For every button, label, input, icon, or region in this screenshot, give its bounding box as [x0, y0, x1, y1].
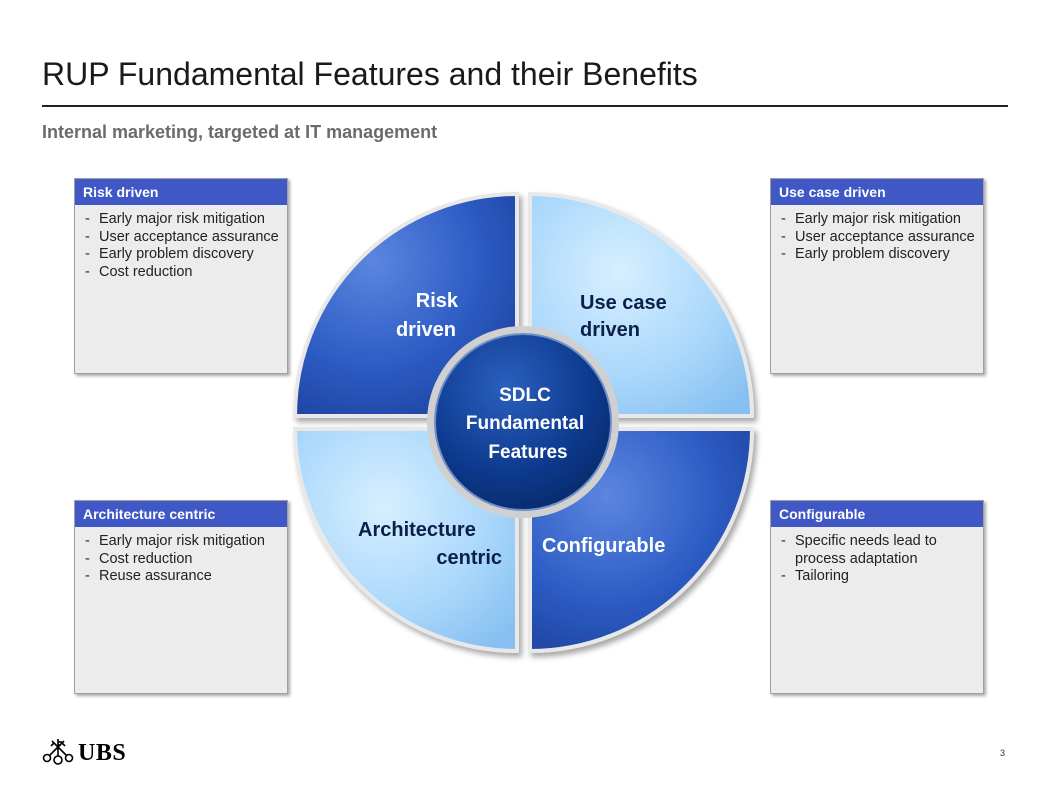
- label-architecture: Architecture: [358, 519, 476, 541]
- list-item: User acceptance assurance: [781, 229, 975, 247]
- list-item: Cost reduction: [85, 551, 279, 569]
- center-circle: [434, 333, 612, 511]
- page-title: RUP Fundamental Features and their Benef…: [42, 56, 698, 92]
- label-risk: Risk: [416, 290, 459, 312]
- list-item: Early major risk mitigation: [85, 211, 279, 229]
- list-item: Early major risk mitigation: [781, 211, 975, 229]
- panel-title: Use case driven: [771, 179, 983, 205]
- list-item: Specific needs lead to process adaptatio…: [781, 533, 975, 568]
- panel-title: Architecture centric: [75, 501, 287, 527]
- list-item: Tailoring: [781, 568, 975, 586]
- benefit-list: Specific needs lead to process adaptatio…: [771, 527, 983, 592]
- benefit-list: Early major risk mitigation Cost reducti…: [75, 527, 287, 592]
- page-number: 3: [1000, 748, 1006, 758]
- list-item: Cost reduction: [85, 264, 279, 282]
- label-centric: centric: [436, 547, 502, 569]
- list-item: Early major risk mitigation: [85, 533, 279, 551]
- list-item: User acceptance assurance: [85, 229, 279, 247]
- logo-text: UBS: [78, 740, 127, 766]
- label-driven: driven: [580, 319, 640, 341]
- page-subtitle: Internal marketing, targeted at IT manag…: [42, 122, 438, 142]
- title-divider: [42, 105, 1008, 107]
- benefit-list: Early major risk mitigation User accepta…: [771, 205, 983, 270]
- panel-use-case-driven: Use case driven Early major risk mitigat…: [770, 178, 984, 374]
- center-label-sdlc: SDLC: [499, 385, 551, 406]
- label-use-case: Use case: [580, 292, 667, 314]
- label-configurable: Configurable: [542, 535, 665, 557]
- list-item: Early problem discovery: [85, 246, 279, 264]
- panel-risk-driven: Risk driven Early major risk mitigation …: [74, 178, 288, 374]
- panel-title: Configurable: [771, 501, 983, 527]
- ubs-logo: UBS: [42, 736, 126, 771]
- center-label-fundamental: Fundamental: [466, 413, 584, 434]
- list-item: Reuse assurance: [85, 568, 279, 586]
- list-item: Early problem discovery: [781, 246, 975, 264]
- panel-title: Risk driven: [75, 179, 287, 205]
- panel-architecture-centric: Architecture centric Early major risk mi…: [74, 500, 288, 694]
- center-label-features: Features: [488, 442, 567, 463]
- keys-icon: [42, 736, 74, 771]
- benefit-list: Early major risk mitigation User accepta…: [75, 205, 287, 287]
- label-driven: driven: [396, 319, 456, 341]
- panel-configurable: Configurable Specific needs lead to proc…: [770, 500, 984, 694]
